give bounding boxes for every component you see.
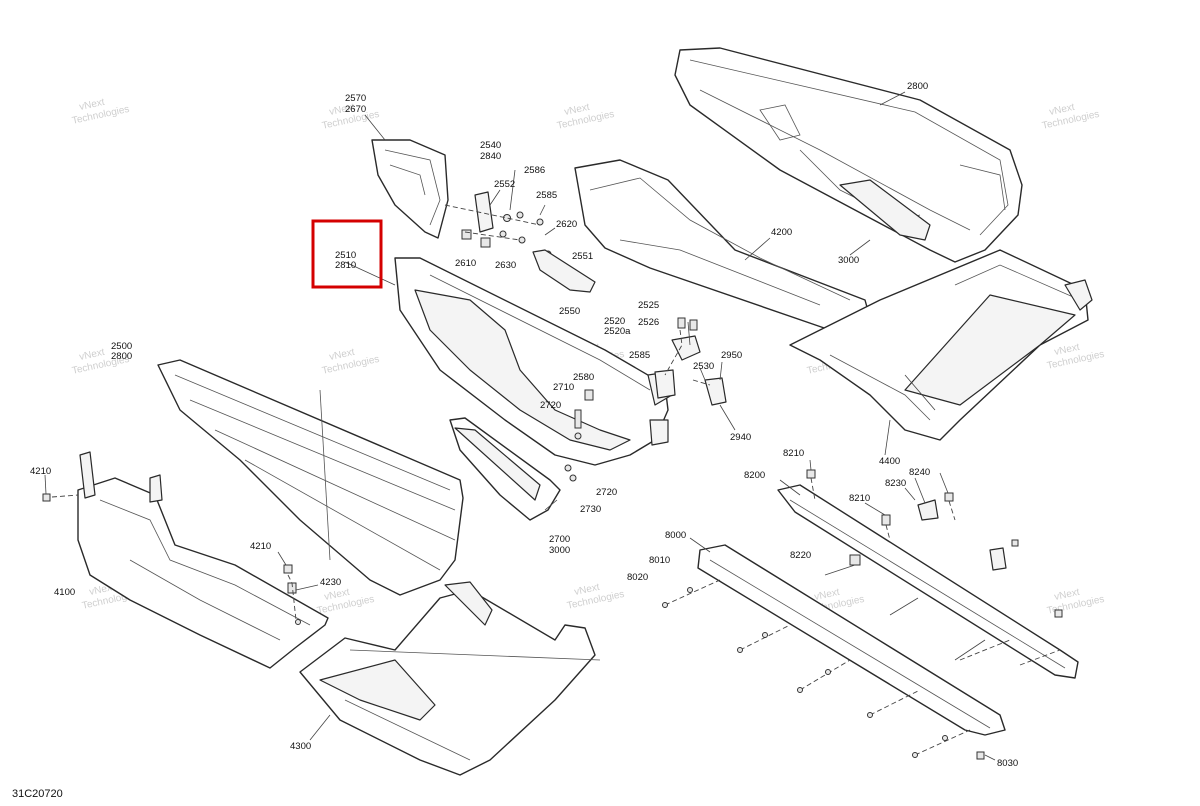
label-2580: 2580 [573, 372, 594, 383]
label-2550: 2550 [559, 306, 580, 317]
label-2570: 2570 [345, 93, 366, 104]
svg-text:vNext: vNext [78, 347, 106, 363]
label-2840: 2840 [480, 151, 501, 162]
label-2630: 2630 [495, 260, 516, 271]
watermark: vNext Technologies [1046, 342, 1105, 372]
watermark: vNext Technologies [556, 102, 615, 132]
svg-text:vNext: vNext [1048, 102, 1076, 118]
label-8000: 8000 [665, 530, 686, 541]
label-2525: 2525 [638, 300, 659, 311]
highlighted-callout[interactable]: 2510 2810 [311, 219, 383, 289]
label-8020: 8020 [627, 572, 648, 583]
label-3000-lower: 3000 [549, 545, 570, 556]
highlight-box [311, 219, 383, 289]
label-2586: 2586 [524, 165, 545, 176]
label-2500: 2500 [111, 341, 132, 352]
svg-text:vNext: vNext [328, 102, 356, 118]
label-8220: 8220 [790, 550, 811, 561]
svg-text:vNext: vNext [323, 587, 351, 603]
part-door-panel-2800[interactable] [674, 47, 1023, 263]
svg-text:vNext: vNext [573, 582, 601, 598]
label-2950: 2950 [721, 350, 742, 361]
part-lower-panel-4200[interactable] [574, 159, 1093, 441]
label-2510: 2510 [335, 250, 356, 261]
label-2940: 2940 [730, 432, 751, 443]
label-2720-lower: 2720 [596, 487, 617, 498]
label-2800: 2800 [907, 81, 928, 92]
watermark: vNext Technologies [1046, 587, 1105, 617]
label-4400: 4400 [879, 456, 900, 467]
watermark: vNext Technologies [71, 97, 130, 127]
label-2800-lower: 2800 [111, 351, 132, 362]
label-2700: 2700 [549, 534, 570, 545]
label-3000-upper: 3000 [838, 255, 859, 266]
label-4100: 4100 [54, 587, 75, 598]
label-8230: 8230 [885, 478, 906, 489]
watermark: vNext Technologies [1041, 102, 1100, 132]
part-rails-8000-8200[interactable] [662, 469, 1079, 760]
label-2551: 2551 [572, 251, 593, 262]
part-frame-2510[interactable] [394, 257, 673, 466]
part-labels: 2570 2670 2540 2840 2586 2552 2585 2620 … [30, 81, 1018, 769]
label-8240: 8240 [909, 467, 930, 478]
svg-text:vNext: vNext [813, 587, 841, 603]
label-2585-mid: 2585 [629, 350, 650, 361]
label-8210-mid: 8210 [849, 493, 870, 504]
label-2610: 2610 [455, 258, 476, 269]
part-strap-2550[interactable] [532, 249, 596, 293]
leader-lines [44, 91, 996, 761]
part-large-panel-2500[interactable] [157, 359, 464, 596]
part-clip-4210[interactable] [283, 564, 301, 625]
label-2720-upper: 2720 [540, 400, 561, 411]
svg-text:vNext: vNext [78, 97, 106, 113]
label-2520: 2520 [604, 316, 625, 327]
label-2552: 2552 [494, 179, 515, 190]
part-hardware-2580[interactable] [564, 389, 594, 482]
svg-text:vNext: vNext [328, 347, 356, 363]
label-2730: 2730 [580, 504, 601, 515]
label-2540: 2540 [480, 140, 501, 151]
part-latch-2540[interactable] [444, 191, 552, 258]
label-4210-mid: 4210 [250, 541, 271, 552]
label-2810: 2810 [335, 260, 356, 271]
label-8210-top: 8210 [783, 448, 804, 459]
label-4200: 4200 [771, 227, 792, 238]
label-4230: 4230 [320, 577, 341, 588]
svg-text:vNext: vNext [1053, 587, 1081, 603]
part-skid-plate-4300[interactable] [299, 581, 601, 776]
part-hinge-2520[interactable] [654, 317, 727, 406]
label-2526: 2526 [638, 317, 659, 328]
label-2520a: 2520a [604, 326, 631, 337]
part-bracket-2570[interactable] [371, 139, 449, 239]
label-2585-top: 2585 [536, 190, 557, 201]
label-2670: 2670 [345, 104, 366, 115]
label-2710: 2710 [553, 382, 574, 393]
diagram-code: 31C20720 [12, 788, 63, 800]
watermark: vNext Technologies [321, 347, 380, 377]
label-8200: 8200 [744, 470, 765, 481]
label-8010: 8010 [649, 555, 670, 566]
svg-text:vNext: vNext [1053, 342, 1081, 358]
svg-text:vNext: vNext [563, 102, 591, 118]
label-4210-left: 4210 [30, 466, 51, 477]
label-8030: 8030 [997, 758, 1018, 769]
label-2620: 2620 [556, 219, 577, 230]
watermark: vNext Technologies [566, 582, 625, 612]
label-4300: 4300 [290, 741, 311, 752]
part-panel-2700[interactable] [449, 417, 561, 521]
part-lower-panel-4100[interactable] [42, 451, 329, 669]
label-2530: 2530 [693, 361, 714, 372]
